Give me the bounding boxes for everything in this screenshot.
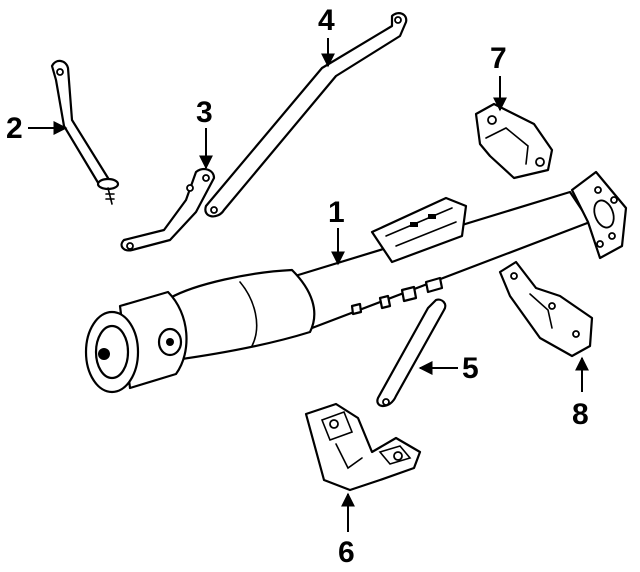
- strap-bolt-part[interactable]: [50, 59, 120, 205]
- upper-clamp-part[interactable]: [474, 102, 554, 180]
- steering-column-part[interactable]: [84, 170, 628, 394]
- callout-6: 6: [338, 492, 355, 569]
- callout-3: 3: [196, 96, 213, 170]
- support-rod-part[interactable]: [376, 298, 447, 408]
- callout-label-7: 7: [490, 42, 507, 75]
- side-bracket-part[interactable]: [498, 260, 594, 358]
- callout-1: 1: [328, 196, 345, 266]
- callout-label-4: 4: [318, 4, 335, 37]
- lower-bracket-part[interactable]: [304, 402, 422, 492]
- callout-4: 4: [318, 4, 335, 68]
- callout-label-2: 2: [6, 112, 23, 145]
- callout-label-1: 1: [328, 196, 345, 229]
- long-brace-part[interactable]: [204, 12, 408, 218]
- callout-8: 8: [572, 356, 589, 431]
- callout-label-5: 5: [462, 352, 479, 385]
- callout-label-6: 6: [338, 536, 355, 569]
- callout-7: 7: [490, 42, 507, 112]
- small-brace-part[interactable]: [120, 168, 216, 252]
- callout-label-3: 3: [196, 96, 213, 129]
- callout-2: 2: [6, 112, 68, 145]
- callout-label-8: 8: [572, 398, 589, 431]
- callout-5: 5: [418, 352, 479, 385]
